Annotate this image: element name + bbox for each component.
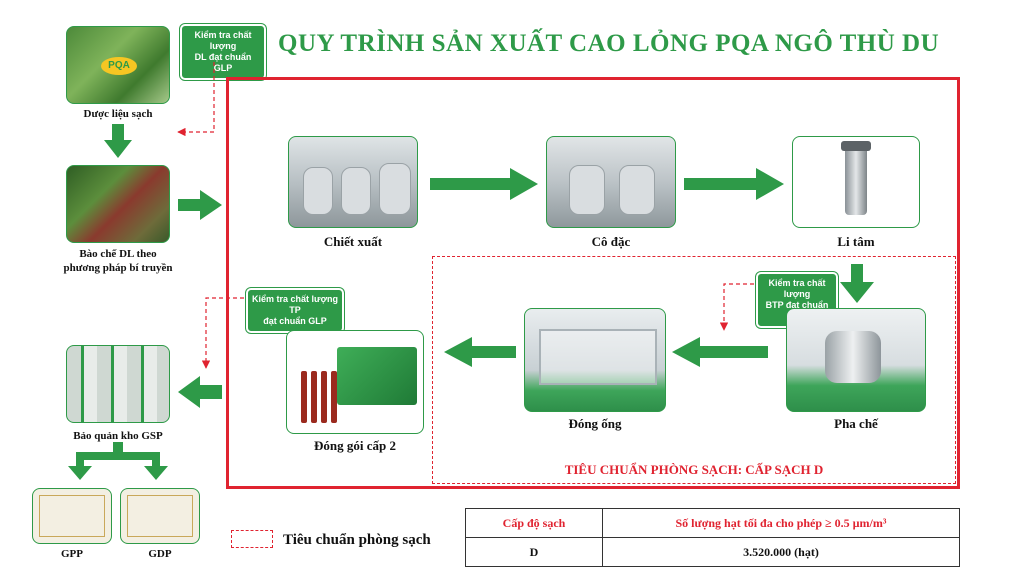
arrow-centrifuge-to-mixing	[840, 264, 874, 303]
mixing-photo	[786, 308, 926, 412]
gdp-certificate	[120, 488, 200, 544]
extraction-label: Chiết xuất	[323, 234, 383, 249]
table-cell: D	[465, 537, 603, 567]
legend-label: Tiêu chuẩn phòng sạch	[283, 532, 431, 548]
gpp-label: GPP	[61, 548, 83, 560]
arrow-storage-split	[68, 442, 168, 480]
concentration-photo	[546, 136, 676, 228]
arrow-mixing-to-ampoule	[672, 337, 768, 367]
mixing-label: Pha chế	[834, 416, 878, 431]
table-header-cell: Cấp độ sạch	[465, 508, 603, 538]
arrow-prep-to-process	[178, 190, 222, 220]
herb-prep-label-line1: Bào chế DL theo	[79, 248, 157, 260]
raw-material-label: Dược liệu sạch	[83, 108, 153, 120]
gdp-label: GDP	[148, 548, 172, 560]
page-title: QUY TRÌNH SẢN XUẤT CAO LỎNG PQA NGÔ THÙ …	[278, 30, 940, 57]
arrow-ampoule-to-packaging	[444, 337, 516, 367]
centrifuge-label: Li tâm	[837, 234, 875, 249]
table-row: D 3.520.000 (hạt)	[465, 537, 960, 567]
secondary-packaging-photo	[286, 330, 424, 434]
arrow-extraction-to-concentration	[430, 168, 538, 200]
secondary-packaging-label: Đóng gói cấp 2	[314, 438, 396, 453]
pqa-logo: PQA	[101, 57, 137, 75]
ampoule-filling-photo	[524, 308, 666, 412]
gpp-certificate	[32, 488, 112, 544]
legend-swatch	[231, 530, 273, 548]
cleanroom-label: TIÊU CHUẨN PHÒNG SẠCH: CẤP SẠCH D	[564, 462, 824, 477]
connector-dl-check	[177, 62, 215, 137]
connector-tp-check	[201, 297, 244, 369]
arrow-raw-to-prep	[104, 124, 132, 158]
centrifuge-photo	[792, 136, 920, 228]
herb-prep-photo	[66, 165, 170, 243]
badge-dl-quality: Kiểm tra chất lượng DL đạt chuẩn GLP	[180, 24, 266, 80]
table-cell: 3.520.000 (hạt)	[602, 537, 960, 567]
arrow-concentration-to-centrifuge	[684, 168, 784, 200]
table-header-row: Cấp độ sạch Số lượng hạt tối đa cho phép…	[465, 508, 960, 538]
gsp-warehouse-photo	[66, 345, 170, 423]
cleanroom-zone	[432, 256, 956, 484]
connector-btp-check	[719, 283, 754, 331]
herb-prep-label-line2: phương pháp bí truyền	[63, 262, 173, 274]
concentration-label: Cô đặc	[591, 234, 631, 249]
badge-tp-quality: Kiểm tra chất lượng TP đạt chuẩn GLP	[246, 288, 344, 333]
raw-material-photo: PQA	[66, 26, 170, 104]
process-frame	[226, 77, 960, 489]
table-header-cell: Số lượng hạt tối đa cho phép ≥ 0.5 µm/m³	[602, 508, 960, 538]
arrow-process-to-storage	[178, 376, 222, 408]
extraction-photo	[288, 136, 418, 228]
cleanroom-table: Cấp độ sạch Số lượng hạt tối đa cho phép…	[465, 508, 960, 567]
gsp-storage-label: Bảo quản kho GSP	[73, 430, 163, 442]
ampoule-filling-label: Đóng ống	[568, 416, 622, 431]
